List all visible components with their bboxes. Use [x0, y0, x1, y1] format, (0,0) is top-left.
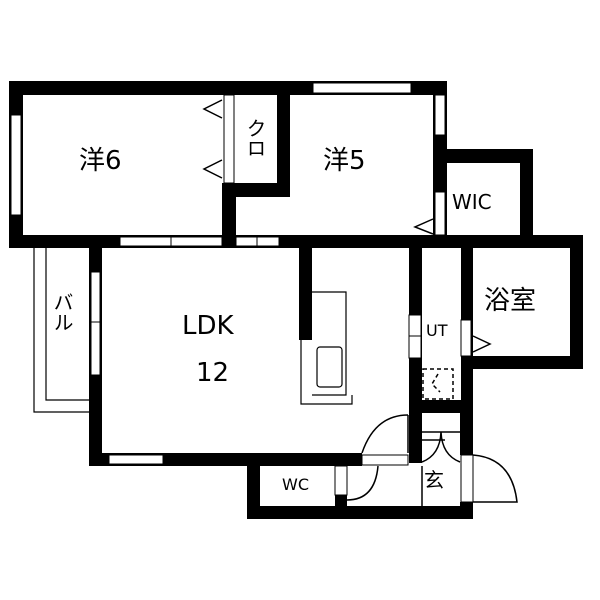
room-label-bath: 浴室: [484, 286, 537, 316]
windows: [10, 82, 474, 503]
room-label-entrance: 玄: [424, 468, 444, 492]
room-label-ldk-size: 12: [196, 358, 230, 388]
room-label-wc: WC: [282, 475, 309, 494]
room-label-wic: WIC: [452, 190, 492, 214]
washer-space: [422, 368, 454, 400]
room-label-western-5: 洋5: [323, 146, 366, 176]
room-label-western-6: 洋6: [79, 146, 122, 176]
door-swings: [202, 99, 518, 506]
room-label-balcony: バル: [50, 292, 74, 332]
room-label-utility: UT: [426, 321, 448, 340]
kitchen-counter: [300, 291, 353, 405]
room-label-closet: クロ: [243, 118, 267, 158]
balcony-outline: [33, 248, 89, 413]
room-label-ldk: LDK: [182, 311, 234, 341]
